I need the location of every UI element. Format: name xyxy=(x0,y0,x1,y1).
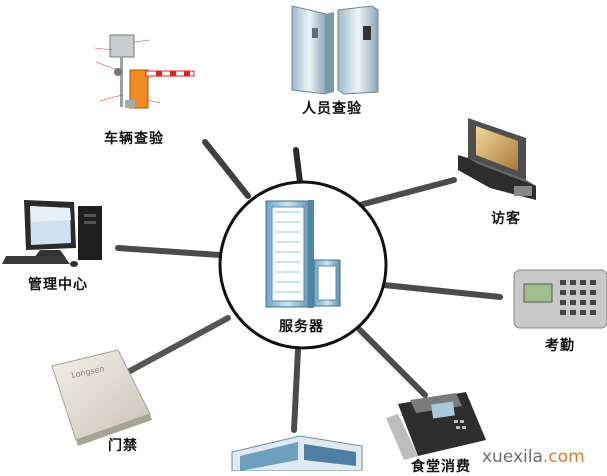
attendance-terminal-icon xyxy=(513,269,607,329)
spoke-attendance xyxy=(381,282,503,300)
watermark-suffix: .com xyxy=(542,447,585,467)
access-control-label: 门禁 xyxy=(108,438,138,454)
vehicle-barrier-icon xyxy=(94,34,195,109)
visitor-label: 访客 xyxy=(491,211,521,227)
center-label: 服务器 xyxy=(279,319,324,335)
management-center-label: 管理中心 xyxy=(28,277,88,293)
vehicle-check-label: 车辆查验 xyxy=(104,131,164,147)
visitor-kiosk-icon xyxy=(458,118,536,200)
personnel-check-label: 人员查验 xyxy=(302,101,362,117)
spoke-vehicle xyxy=(202,139,251,199)
spoke-access xyxy=(125,315,231,375)
spoke-bus xyxy=(291,347,301,433)
canteen-label: 食堂消费 xyxy=(411,459,471,475)
spoke-canteen xyxy=(357,327,428,398)
computer-icon xyxy=(2,200,102,267)
server-cabinet-icon xyxy=(265,200,341,308)
spoke-personnel xyxy=(293,147,303,185)
spoke-management xyxy=(115,245,223,258)
spokes xyxy=(115,139,503,433)
card-reader-icon: Longsen xyxy=(51,349,152,446)
turnstile-gate-icon xyxy=(291,5,379,95)
watermark: xuexila.com xyxy=(482,447,585,467)
bus-icon xyxy=(231,435,363,471)
attendance-label: 考勤 xyxy=(545,338,575,354)
spoke-visitor xyxy=(357,177,457,208)
watermark-prefix: xuexila xyxy=(482,447,543,467)
pos-terminal-icon xyxy=(386,392,486,460)
